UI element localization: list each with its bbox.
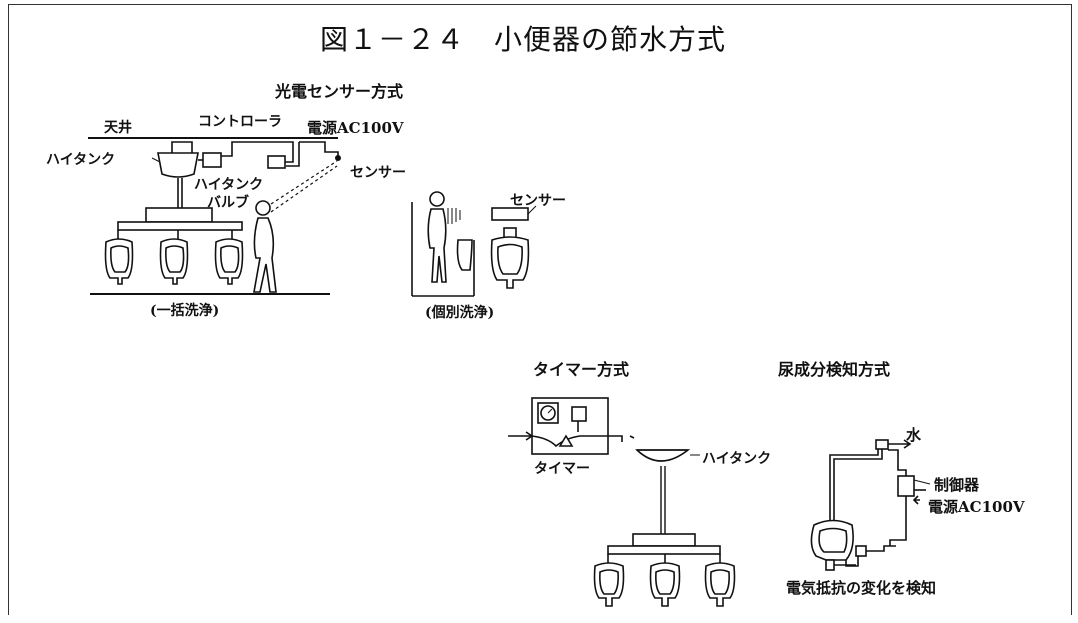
controller-unit-label: 制御器 [934,476,980,494]
photo-sensor-heading: 光電センサー方式 [275,82,404,101]
individual-flush-illustration [411,191,537,297]
controller-label: コントローラ [198,114,282,130]
urine-detection-illustration [810,439,931,571]
resistance-caption: 電気抵抗の変化を検知 [786,579,937,597]
individual-flush-caption: (個別洗浄) [425,305,495,321]
bulk-flush-caption: (一括洗浄) [150,303,220,319]
high-tank-valve-label-line2: バルブ [207,195,249,211]
urine-detect-heading: 尿成分検知方式 [778,360,891,379]
bulk-flush-illustration [88,137,341,295]
figure-title: 図１－２４ 小便器の節水方式 [320,23,727,56]
timer-illustration [508,397,736,607]
power-label: 電源AC100V [307,119,404,137]
sensor-label: センサー [350,165,406,181]
high-tank-label: ハイタンク [46,152,116,168]
figure-frame [8,4,1072,615]
water-label: 水 [906,426,922,444]
urine-power-label: 電源AC100V [928,498,1025,516]
ceiling-label: 天井 [104,120,132,136]
timer-heading: タイマー方式 [533,360,630,379]
high-tank-valve-label-line1: ハイタンク [194,177,264,193]
timer-high-tank-label: ハイタンク [702,451,772,467]
timer-label: タイマー [534,461,590,477]
individual-sensor-label: センサー [510,193,566,209]
